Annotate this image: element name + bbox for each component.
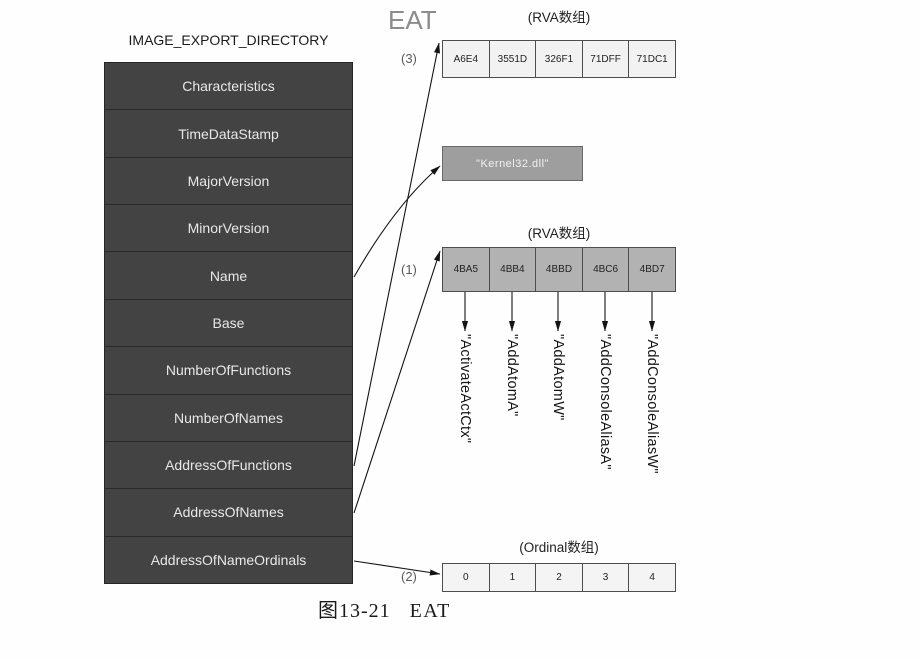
name-rva-cell: 4BC6 (581, 248, 629, 291)
field-address-of-names: AddressOfNames (105, 488, 352, 535)
function-rva-cell: 326F1 (535, 41, 582, 77)
exported-function-name: "AddConsoleAliasW" (644, 334, 660, 474)
field-address-of-name-ordinals: AddressOfNameOrdinals (105, 535, 352, 583)
arrow-group (353, 42, 656, 576)
ordinal-array: 0 1 2 3 4 (442, 563, 676, 592)
ordinal-cell: 1 (488, 564, 536, 591)
exported-function-name: "AddAtomW" (550, 334, 566, 421)
ordinal-array-marker: (2) (401, 569, 417, 584)
field-time-data-stamp: TimeDataStamp (105, 109, 352, 156)
field-number-of-functions: NumberOfFunctions (105, 346, 352, 393)
function-rva-array-marker: (3) (401, 51, 417, 66)
name-rva-cell: 4BB4 (488, 248, 536, 291)
field-minor-version: MinorVersion (105, 204, 352, 251)
field-major-version: MajorVersion (105, 156, 352, 204)
function-rva-cell: 71DFF (581, 41, 629, 77)
arrow-functions-to-function-rva-array (353, 42, 441, 467)
figure-heading: EAT (388, 5, 437, 35)
figure-title: EAT (409, 600, 451, 622)
function-rva-array-title: (RVA数组) (527, 10, 591, 25)
arrow-name-to-dll-name (353, 165, 441, 278)
field-number-of-names: NumberOfNames (105, 393, 352, 441)
function-rva-array: A6E4 3551D 326F1 71DFF 71DC1 (442, 40, 676, 78)
function-rva-cell: 3551D (488, 41, 536, 77)
name-rva-array: 4BA5 4BB4 4BBD 4BC6 4BD7 (442, 247, 676, 292)
field-base: Base (105, 298, 352, 346)
figure-caption: 图13-21 EAT (318, 598, 451, 624)
name-rva-array-marker: (1) (401, 262, 417, 277)
name-rva-cell: 4BD7 (628, 248, 675, 291)
ordinal-cell: 2 (535, 564, 582, 591)
field-address-of-functions: AddressOfFunctions (105, 440, 352, 488)
exported-function-name: "AddAtomA" (504, 334, 520, 417)
dll-name-string: "Kernel32.dll" (442, 146, 583, 181)
arrow-ordinals-to-ordinal-array (353, 560, 441, 576)
ordinal-array-title: (Ordinal数组) (519, 540, 599, 555)
field-characteristics: Characteristics (182, 78, 275, 95)
function-rva-cell: A6E4 (453, 53, 479, 65)
function-rva-cell: 71DC1 (628, 41, 675, 77)
exported-function-name: "ActivateActCtx" (457, 334, 473, 444)
figure-number: 图13-21 (318, 600, 391, 622)
ordinal-cell: 3 (581, 564, 629, 591)
export-directory-title: IMAGE_EXPORT_DIRECTORY (128, 32, 329, 48)
ordinal-cell: 4 (628, 564, 675, 591)
name-rva-cell: 4BA5 (453, 264, 479, 275)
export-directory-table: Characteristics TimeDataStamp MajorVersi… (104, 62, 353, 584)
name-rva-array-title: (RVA数组) (527, 226, 591, 241)
field-name: Name (105, 251, 352, 298)
name-rva-cell: 4BBD (535, 248, 582, 291)
exported-function-name: "AddConsoleAliasA" (597, 334, 613, 470)
ordinal-cell: 0 (463, 572, 469, 583)
arrow-names-to-name-rva-array (353, 250, 441, 514)
